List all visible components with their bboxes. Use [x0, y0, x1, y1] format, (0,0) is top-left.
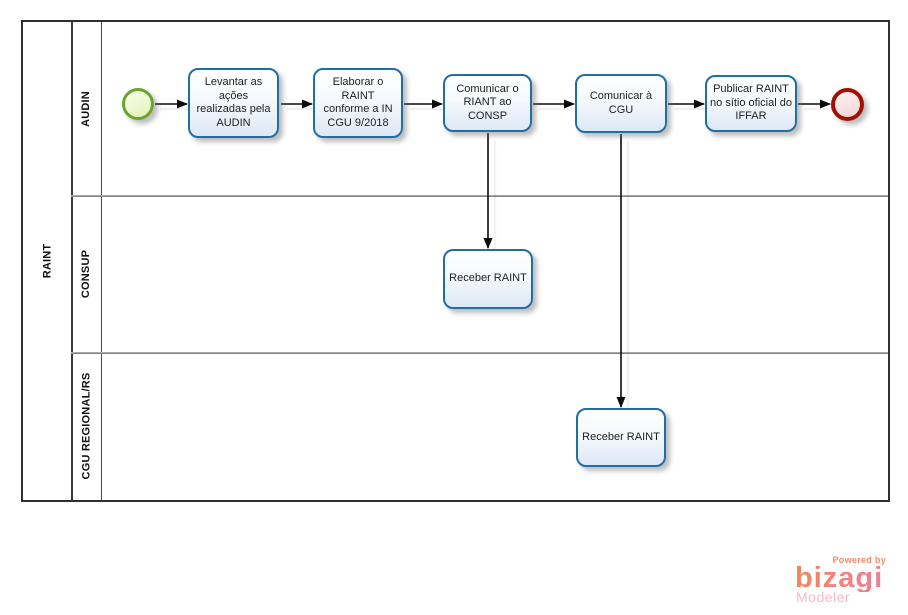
task-label: Comunicar o RIANT ao CONSP	[456, 82, 519, 122]
lane-header-audin: AUDIN	[71, 22, 101, 195]
task-elaborar-raint: Elaborar o RAINT conforme a IN CGU 9/201…	[313, 68, 403, 138]
lane-label-audin: AUDIN	[80, 90, 92, 127]
task-label: Elaborar o RAINT conforme a IN CGU 9/201…	[323, 76, 393, 129]
lane-header-divider	[101, 22, 102, 500]
task-comunicar-cgu: Comunicar à CGU	[575, 74, 667, 133]
task-receber-raint-consup: Receber RAINT	[443, 249, 533, 309]
task-levantar-acoes: Levantar as ações realizadas pela AUDIN	[188, 68, 279, 138]
modeler-text: Modeler	[796, 589, 851, 605]
lane-label-cgu-regional-rs: CGU REGIONAL/RS	[80, 372, 92, 480]
start-event	[122, 88, 154, 120]
task-publicar-raint: Publicar RAINT no sítio oficial do IFFAR	[705, 75, 797, 132]
pool-raint: RAINT AUDIN CONSUP CGU REGIONAL/RS	[21, 20, 890, 502]
lane-header-cgu-regional-rs: CGU REGIONAL/RS	[71, 352, 101, 500]
task-receber-raint-cgu: Receber RAINT	[576, 408, 666, 467]
lane-divider-audin-consup	[71, 195, 888, 197]
pool-label: RAINT	[40, 243, 53, 279]
end-event	[831, 88, 864, 121]
lane-header-consup: CONSUP	[71, 195, 101, 352]
task-comunicar-riant-consp: Comunicar o RIANT ao CONSP	[443, 74, 532, 132]
task-label: Receber RAINT	[449, 272, 527, 285]
lane-label-consup: CONSUP	[80, 249, 93, 298]
task-label: Levantar as ações realizadas pela AUDIN	[196, 76, 271, 129]
bizagi-logo: Powered by bizagi Modeler	[795, 555, 891, 605]
lane-divider-consup-cgu	[71, 352, 888, 354]
task-label: Comunicar à CGU	[589, 90, 653, 116]
task-label: Publicar RAINT no sítio oficial do IFFAR	[710, 83, 792, 123]
powered-by-text: Powered by	[832, 555, 886, 565]
pool-header: RAINT	[23, 22, 71, 500]
bizagi-wordmark: bizagi	[795, 564, 891, 593]
pool-header-divider	[71, 22, 73, 500]
task-label: Receber RAINT	[582, 430, 660, 443]
